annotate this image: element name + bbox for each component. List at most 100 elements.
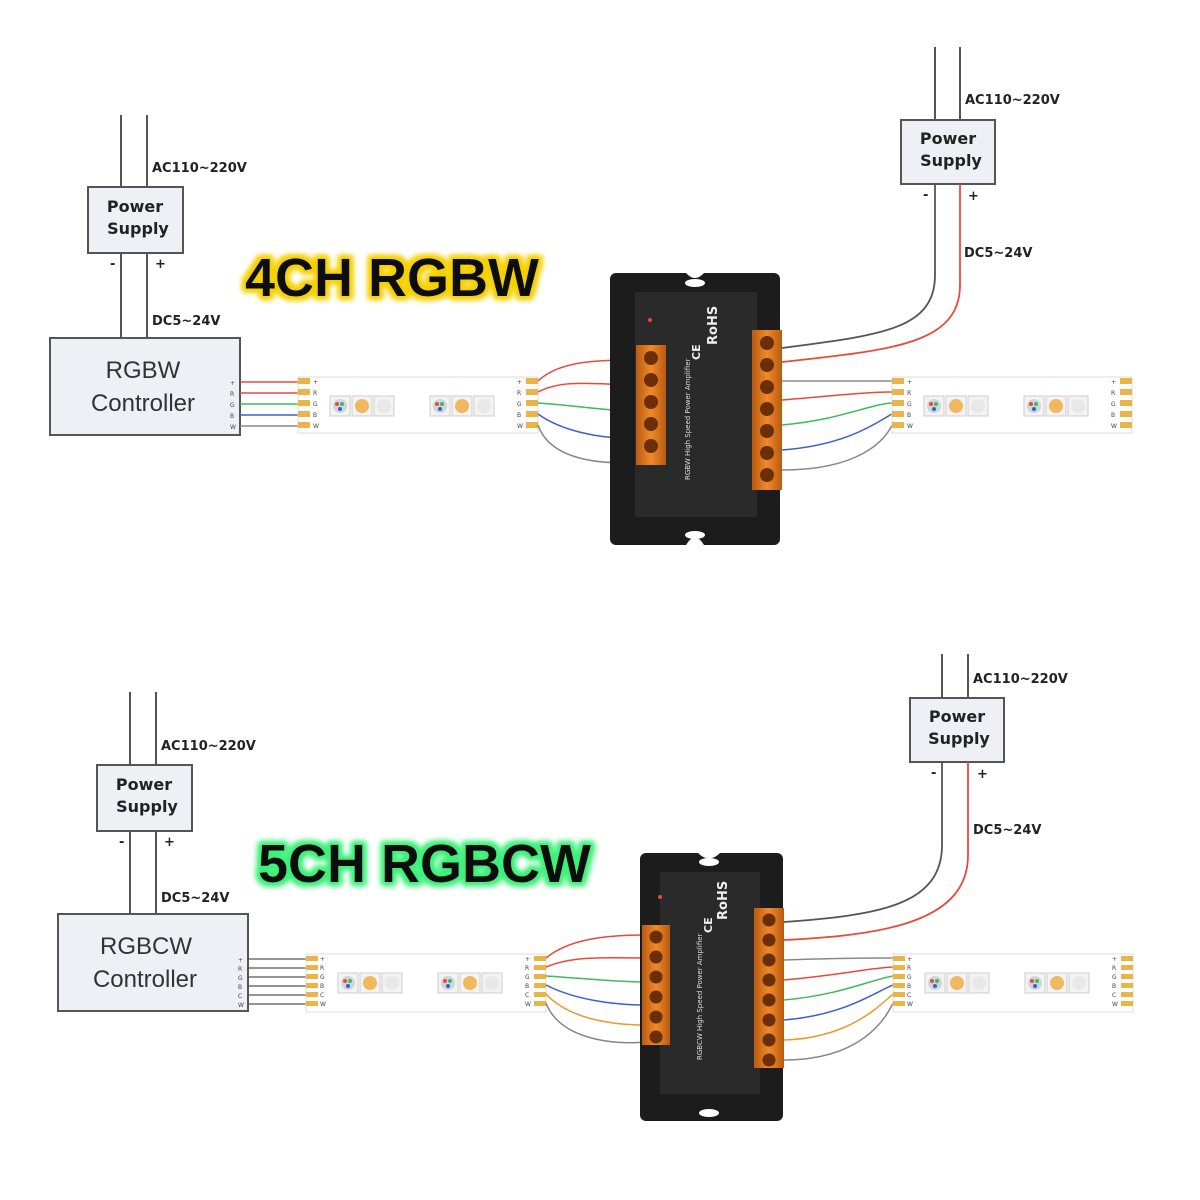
strip-pin: + [1112, 956, 1117, 963]
power-supply-label-2: Supply [928, 729, 990, 748]
mount-hole [699, 858, 719, 866]
amp-input-wires [545, 934, 646, 1044]
strip-pin: W [907, 423, 913, 430]
power-supply-label-1: Power [929, 707, 985, 726]
power-supply-box [87, 186, 184, 254]
mount-hole [685, 531, 705, 539]
rohs-mark: RoHS [716, 881, 731, 920]
strip-pin: W [525, 1001, 531, 1008]
ctrl-pin: + [230, 380, 235, 387]
ac-input-label: AC110~220V [965, 93, 1060, 108]
ctrl-pin: + [238, 957, 243, 964]
amplifier-name: RGBW High Speed Power Amplifier [684, 358, 692, 480]
ac-input-label: AC110~220V [152, 161, 247, 176]
amplifier: RoHS CE RGBW High Speed Power Amplifier [610, 273, 782, 545]
power-supply-label-2: Supply [920, 151, 982, 170]
strip-pin: W [313, 423, 319, 430]
strip-pin: B [1112, 983, 1116, 990]
power-supply-label-1: Power [116, 775, 172, 794]
ctrl-pin: B [230, 413, 234, 420]
led-strip-right: + R G B W + R G B W [891, 376, 1133, 434]
ce-mark: CE [690, 344, 703, 360]
led-group [1024, 972, 1090, 994]
left-power-supply: AC110~220V Power Supply - + DC5~24V [96, 692, 256, 914]
strip-pin: G [320, 974, 325, 981]
strip-pin: R [320, 965, 324, 972]
controller: RGBW Controller + R G B W [49, 337, 241, 436]
ac-input-label: AC110~220V [161, 739, 256, 754]
strip-pin: + [313, 379, 318, 386]
strip-pin: R [525, 965, 529, 972]
ctrl-pin: W [230, 424, 236, 431]
right-power-supply: AC110~220V Power Supply - + DC5~24V [783, 654, 1068, 941]
strip-pin: R [313, 390, 317, 397]
diagram-title: 5CH RGBCW [258, 834, 591, 894]
amplifier-name: RGBCW High Speed Power Amplifier [696, 933, 704, 1060]
led-group [924, 972, 990, 994]
strip-pin: G [907, 974, 912, 981]
strip-pin: B [313, 412, 317, 419]
strip-pin: R [1112, 965, 1116, 972]
led-group [1023, 395, 1089, 417]
power-supply-label-2: Supply [116, 797, 178, 816]
led-group [429, 395, 495, 417]
ctrl-pin: C [238, 993, 242, 1000]
right-power-supply: AC110~220V Power Supply - + DC5~24V [781, 47, 1060, 363]
diagram-title: 4CH RGBW [245, 248, 539, 308]
power-supply-box [900, 119, 996, 185]
mount-hole [699, 1109, 719, 1117]
led-group [437, 972, 503, 994]
ce-mark: CE [702, 917, 715, 933]
amplifier: RoHS CE RGBCW High Speed Power Amplifier [640, 853, 784, 1121]
power-supply-label-1: Power [107, 197, 163, 216]
strip-pin: + [320, 956, 325, 963]
strip-pin: W [1111, 423, 1117, 430]
strip-pin: C [525, 992, 529, 999]
ctrl-pin: B [238, 984, 242, 991]
strip-pin: G [1111, 401, 1116, 408]
ctrl-pin: G [238, 975, 243, 982]
minus-label: - [119, 835, 124, 850]
strip-pin: G [525, 974, 530, 981]
controller-box [49, 337, 241, 436]
rohs-mark: RoHS [706, 306, 721, 345]
led-strip-left: + R G B W + R G B W [297, 376, 539, 434]
controller-label-1: RGBCW [100, 933, 192, 960]
strip-pin: G [907, 401, 912, 408]
strip-pin: G [517, 401, 522, 408]
led-strip-right: + R G B C W + R G B C W [892, 953, 1134, 1013]
controller-wires [240, 381, 300, 427]
strip-pin: C [320, 992, 324, 999]
plus-label: + [968, 189, 979, 204]
status-led [658, 895, 662, 899]
minus-label: - [923, 188, 928, 203]
strip-pin: C [1112, 992, 1116, 999]
strip-pin: + [525, 956, 530, 963]
strip-pin: W [907, 1001, 913, 1008]
plus-label: + [164, 835, 175, 850]
strip-pin: G [1112, 974, 1117, 981]
ctrl-pin: R [230, 391, 234, 398]
amp-output-wires [783, 957, 894, 1061]
power-supply-box [96, 764, 193, 832]
dc-output-label: DC5~24V [152, 314, 220, 329]
led-group [329, 395, 395, 417]
led-strip-left: + R G B C W + R G B C W [305, 953, 547, 1013]
strip-pin: R [517, 390, 521, 397]
controller-box [57, 913, 249, 1012]
minus-label: - [110, 257, 115, 272]
power-supply-label-1: Power [920, 129, 976, 148]
strip-pin: R [1111, 390, 1115, 397]
power-supply-box [909, 697, 1005, 763]
controller-label-1: RGBW [106, 357, 181, 384]
strip-pin: R [907, 965, 911, 972]
strip-pin: B [525, 983, 529, 990]
strip-pin: R [907, 390, 911, 397]
diagram-rgbw: 4CH RGBW AC110~220V Power Supply - + DC5… [49, 47, 1133, 545]
controller: RGBCW Controller + R G B C W [57, 913, 249, 1012]
ctrl-pin: R [238, 966, 242, 973]
diagram-rgbcw: 5CH RGBCW AC110~220V Power Supply - + DC… [57, 654, 1134, 1121]
ctrl-pin: G [230, 402, 235, 409]
amp-output-wires [781, 380, 893, 471]
